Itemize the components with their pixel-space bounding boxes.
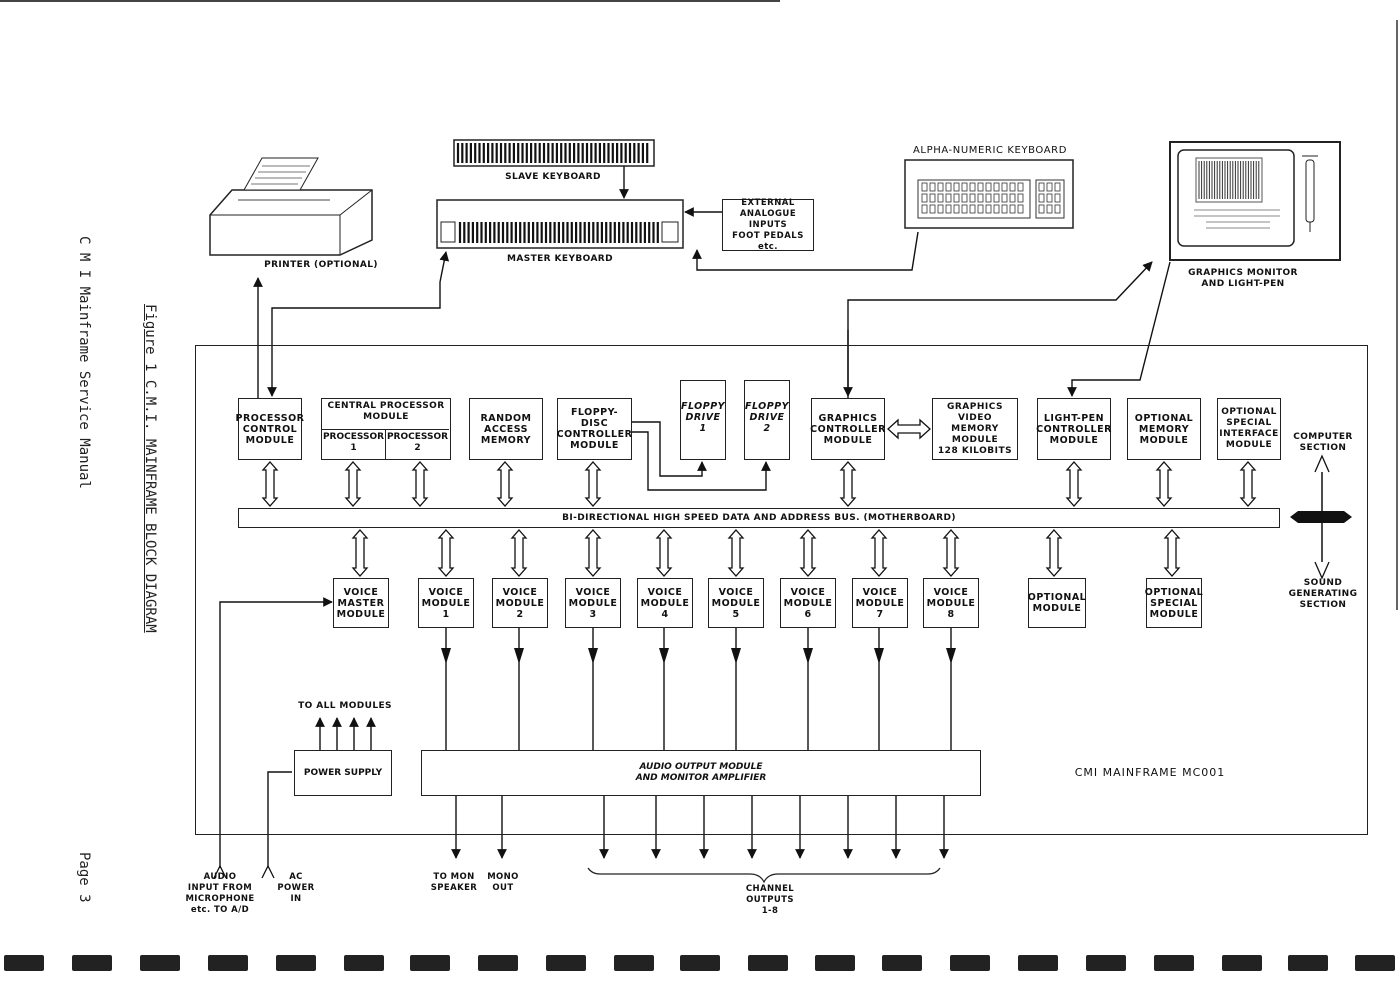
footer-bar bbox=[72, 955, 112, 971]
power-supply-label: POWER SUPPLY bbox=[303, 768, 383, 778]
printer-label: PRINTER (OPTIONAL) bbox=[264, 260, 378, 270]
voice-module-8: VOICE MODULE 8 bbox=[923, 578, 979, 628]
lightpen-controller-module: LIGHT-PEN CONTROLLER MODULE bbox=[1036, 398, 1111, 460]
footer-bar bbox=[140, 955, 180, 971]
processor-control-module: PROCESSOR CONTROL MODULE bbox=[236, 398, 304, 460]
voice-module-5: VOICE MODULE 5 bbox=[708, 578, 764, 628]
graphics-controller-module: GRAPHICS CONTROLLER MODULE bbox=[810, 398, 885, 460]
footer-bar bbox=[208, 955, 248, 971]
alpha-keyboard-label: ALPHA-NUMERIC KEYBOARD bbox=[912, 145, 1068, 156]
footer-bar bbox=[815, 955, 855, 971]
voice-module-4: VOICE MODULE 4 bbox=[637, 578, 693, 628]
printer-picture bbox=[209, 157, 373, 256]
power-supply: POWER SUPPLY bbox=[294, 750, 392, 796]
footer-bar bbox=[950, 955, 990, 971]
to-mon-speaker-label: TO MON SPEAKER bbox=[430, 872, 478, 893]
footer-bar bbox=[478, 955, 518, 971]
footer-bar bbox=[1288, 955, 1328, 971]
optional-interface-module: OPTIONAL SPECIAL INTERFACE MODULE bbox=[1217, 398, 1281, 460]
slave-keyboard-picture bbox=[453, 139, 655, 167]
footer-bar bbox=[1222, 955, 1262, 971]
voice-module-7: VOICE MODULE 7 bbox=[852, 578, 908, 628]
footer-bar bbox=[614, 955, 654, 971]
voice-master-module: VOICE MASTER MODULE bbox=[333, 578, 389, 628]
channel-outputs-label: CHANNEL OUTPUTS 1-8 bbox=[745, 884, 795, 916]
sound-section-label: SOUND GENERATING SECTION bbox=[1288, 578, 1358, 610]
footer-bar bbox=[344, 955, 384, 971]
master-keyboard-picture bbox=[436, 199, 684, 249]
audio-input-label: AUDIO INPUT FROM MICROPHONE etc. TO A/D bbox=[185, 872, 255, 915]
slave-keyboard-label: SLAVE KEYBOARD bbox=[505, 172, 601, 182]
alpha-keyboard-picture bbox=[904, 159, 1074, 229]
voice-module-1: VOICE MODULE 1 bbox=[418, 578, 474, 628]
central-processor-module: CENTRAL PROCESSOR MODULE PROCESSOR 1 PRO… bbox=[321, 398, 451, 460]
optional-memory-module: OPTIONAL MEMORY MODULE bbox=[1127, 398, 1201, 460]
footer-bar bbox=[1355, 955, 1395, 971]
footer-bar bbox=[546, 955, 586, 971]
audio-output-module: AUDIO OUTPUT MODULE AND MONITOR AMPLIFIE… bbox=[421, 750, 981, 796]
graphics-monitor-label: GRAPHICS MONITOR AND LIGHT-PEN bbox=[1188, 268, 1298, 289]
footer-bar bbox=[748, 955, 788, 971]
graphics-monitor-picture bbox=[1169, 141, 1341, 261]
floppy-drive-1: FLOPPY DRIVE 1 bbox=[680, 380, 726, 460]
video-memory-module: GRAPHICS VIDEO MEMORY MODULE 128 KILOBIT… bbox=[932, 398, 1018, 460]
optional-special-module: OPTIONAL SPECIAL MODULE bbox=[1145, 578, 1203, 628]
mainframe-frame bbox=[195, 345, 1368, 835]
footer-bar bbox=[1086, 955, 1126, 971]
master-keyboard-label: MASTER KEYBOARD bbox=[506, 254, 614, 264]
mono-out-label: MONO OUT bbox=[487, 872, 519, 893]
external-inputs-box: EXTERNAL ANALOGUE INPUTS FOOT PEDALS etc… bbox=[722, 198, 814, 252]
voice-module-3: VOICE MODULE 3 bbox=[565, 578, 621, 628]
floppy-drive-2: FLOPPY DRIVE 2 bbox=[744, 380, 790, 460]
floppy-controller-module: FLOPPY- DISC CONTROLLER MODULE bbox=[557, 398, 632, 460]
processor-2: PROCESSOR 2 bbox=[386, 429, 449, 459]
central-processor-label: CENTRAL PROCESSOR MODULE bbox=[327, 401, 445, 422]
motherboard-bus: BI-DIRECTIONAL HIGH SPEED DATA AND ADDRE… bbox=[238, 508, 1280, 528]
random-access-memory: RANDOM ACCESS MEMORY bbox=[469, 398, 543, 460]
footer-bar bbox=[276, 955, 316, 971]
footer-bar bbox=[1018, 955, 1058, 971]
footer-bar bbox=[1154, 955, 1194, 971]
to-all-modules-label: TO ALL MODULES bbox=[298, 701, 392, 711]
voice-module-2: VOICE MODULE 2 bbox=[492, 578, 548, 628]
computer-section-label: COMPUTER SECTION bbox=[1293, 432, 1353, 453]
bus-label: BI-DIRECTIONAL HIGH SPEED DATA AND ADDRE… bbox=[562, 513, 956, 523]
footer-bar bbox=[882, 955, 922, 971]
footer-bar bbox=[410, 955, 450, 971]
ac-power-label: AC POWER IN bbox=[277, 872, 315, 904]
mainframe-label: CMI MAINFRAME MC001 bbox=[1074, 766, 1226, 779]
footer-bar bbox=[4, 955, 44, 971]
processor-1: PROCESSOR 1 bbox=[322, 429, 386, 459]
voice-module-6: VOICE MODULE 6 bbox=[780, 578, 836, 628]
footer-bar bbox=[680, 955, 720, 971]
optional-module: OPTIONAL MODULE bbox=[1028, 578, 1086, 628]
